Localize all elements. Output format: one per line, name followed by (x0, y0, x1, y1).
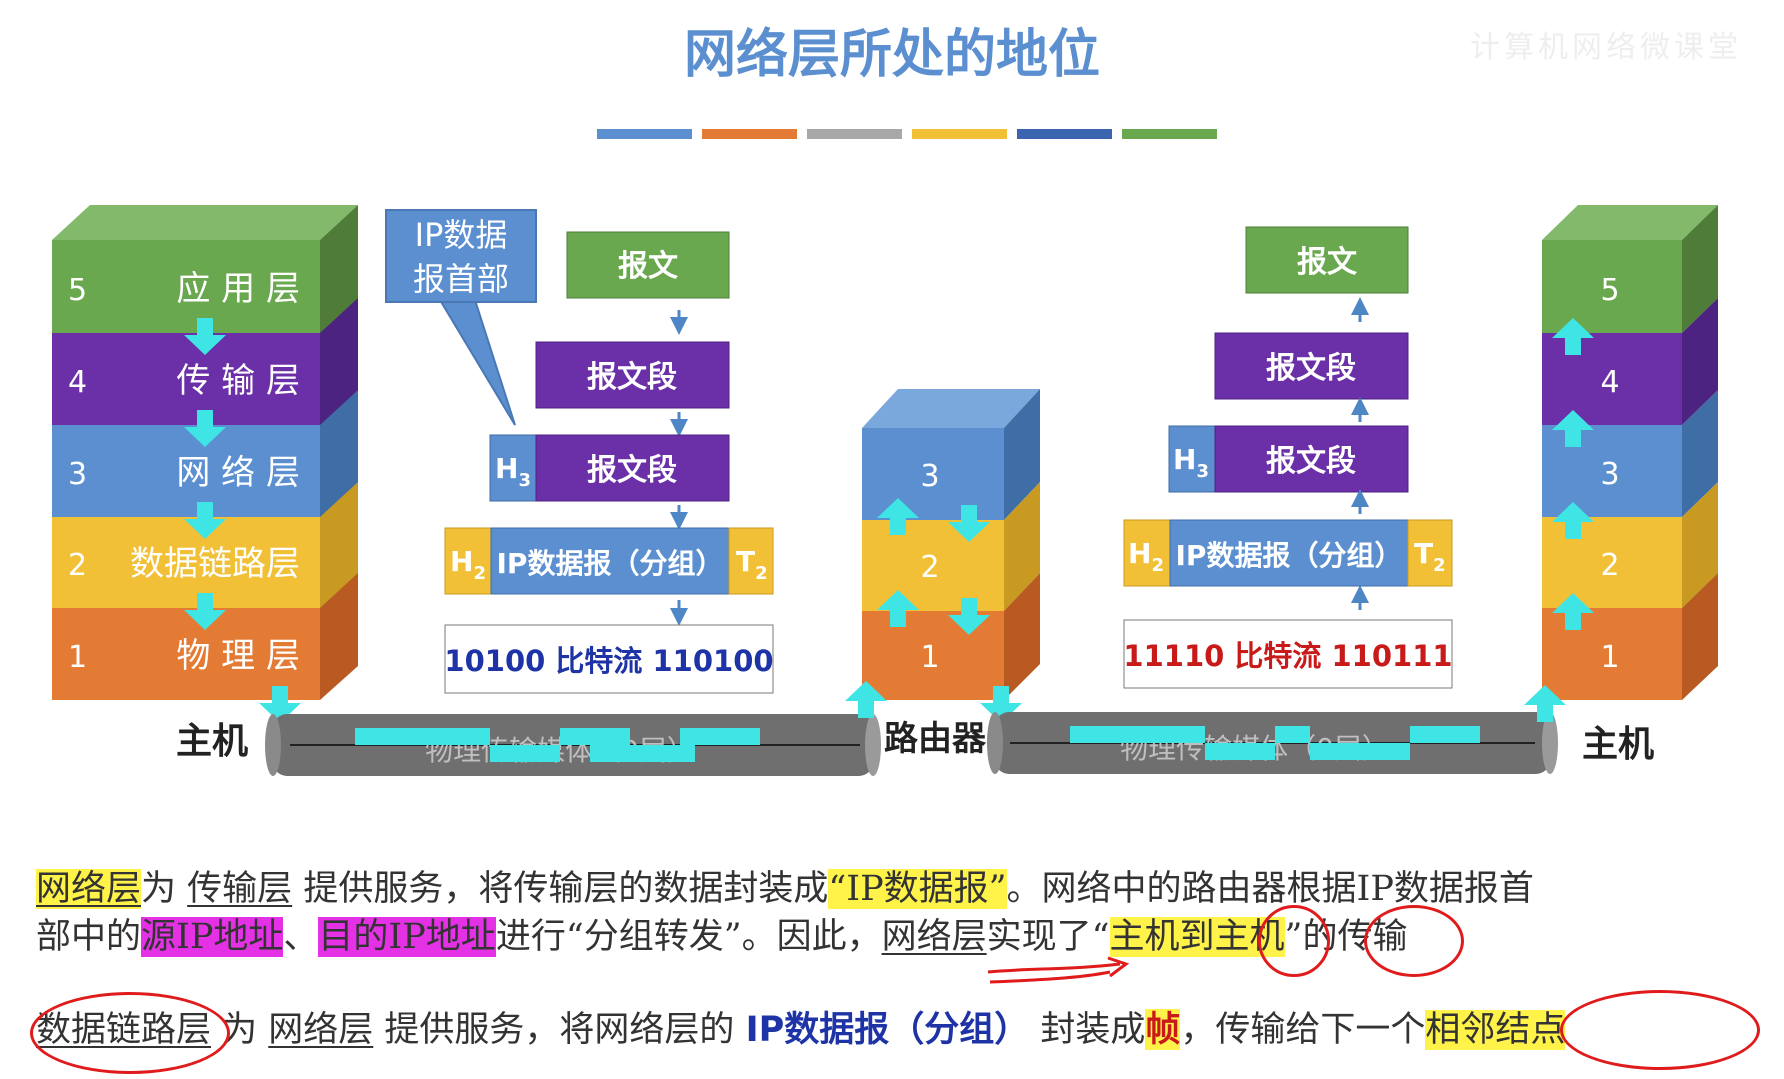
color-bar-segment (597, 129, 692, 139)
left-segment: 报文段 (587, 360, 677, 395)
color-bar (597, 129, 1217, 139)
router-layer-1: 1 (920, 640, 939, 675)
p1-network-layer-2: 网络层 (881, 917, 987, 957)
left-layer-2-num: 2 (68, 548, 87, 583)
left-layer-4-name: 传 输 层 (176, 361, 300, 401)
p1-text-d: 进行“分组转发”。因此， (495, 917, 882, 957)
callout-ip-header: IP数据 报首部 (385, 209, 537, 426)
right-host-label: 主机 (1582, 724, 1654, 765)
right-datagram: IP数据报（分组） (1176, 539, 1403, 572)
color-bar-segment (912, 129, 1007, 139)
left-host-stack: 5 应 用 层 4 传 输 层 3 网 络 层 2 数据链路层 1 物 理 层 (52, 205, 358, 723)
annotation-circle-host-1 (1258, 905, 1330, 977)
p1-host-to-host: 主机到主机 (1109, 917, 1285, 957)
router-label: 路由器 (884, 719, 987, 759)
p1-wei: 为 (141, 869, 177, 909)
right-h2-label: H2 (1128, 537, 1164, 576)
p2-text-c: ，传输给下一个 (1180, 1010, 1426, 1050)
right-segment: 报文段 (1266, 351, 1356, 386)
left-layer-5-name: 应 用 层 (176, 269, 300, 309)
left-datagram: IP数据报（分组） (497, 547, 724, 580)
annotation-circle-datalink (30, 992, 230, 1074)
router-layer-3: 3 (920, 459, 939, 494)
left-layer-1-name: 物 理 层 (176, 636, 300, 676)
right-cable: 物理传输媒体（0层） (987, 712, 1558, 774)
right-layer-2: 2 (1600, 548, 1619, 583)
right-up-arrows (1524, 318, 1594, 722)
p1-network-layer: 网络层 (36, 869, 142, 909)
left-bitstream: 10100 比特流 110100 (444, 644, 773, 678)
p1-dest-ip: 目的IP地址 (318, 917, 496, 957)
annotation-circle-adjacent (1560, 990, 1760, 1070)
left-layer-1-num: 1 (68, 640, 87, 675)
p2-ip-datagram: IP数据报（分组） (745, 1010, 1030, 1050)
p2-frame: 帧 (1145, 1009, 1181, 1050)
right-layer-1: 1 (1600, 640, 1619, 675)
right-layer-3: 3 (1600, 457, 1619, 492)
color-bar-segment (807, 129, 902, 139)
paragraph-1-line-1: 网络层为 传输层 提供服务，将传输层的数据封装成“IP数据报”。网络中的路由器根… (36, 865, 1534, 913)
color-bar-segment (1017, 129, 1112, 139)
p1-text-a: 提供服务，将传输层的数据封装成 (303, 869, 829, 909)
left-message: 报文 (618, 249, 678, 284)
left-cable: 物理传输媒体（0层） (265, 714, 881, 776)
p1-transport-layer: 传输层 (187, 869, 293, 909)
right-h3-label: H3 (1173, 443, 1209, 482)
page-title: 网络层所处的地位 (684, 25, 1100, 85)
right-message: 报文 (1297, 245, 1357, 280)
p2-adjacent-node: 相邻结点 (1425, 1010, 1566, 1050)
left-layer-2-name: 数据链路层 (130, 544, 300, 584)
watermark: 计算机网络微课堂 (1470, 30, 1742, 65)
p2-text-b: 封装成 (1029, 1010, 1146, 1050)
paragraph-2: 数据链路层 为 网络层 提供服务，将网络层的 IP数据报（分组） 封装成帧，传输… (36, 1006, 1566, 1054)
annotation-circle-host-2 (1364, 905, 1464, 977)
right-bitstream: 11110 比特流 110111 (1123, 639, 1452, 673)
p2-network-layer: 网络层 (268, 1010, 374, 1050)
color-bar-segment (1122, 129, 1217, 139)
p1-text-e: 实现了“ (986, 917, 1110, 957)
router-arrows (845, 498, 1022, 723)
router-layer-2: 2 (920, 550, 939, 585)
right-layer-4: 4 (1600, 365, 1619, 400)
p1-source-ip: 源IP地址 (141, 917, 284, 957)
left-h3-segment: 报文段 (587, 453, 677, 488)
left-encapsulation: 报文 报文段 H3 报文段 H2 IP数据报（分组） T2 10100 比特流 … (444, 231, 774, 694)
left-host-label: 主机 (176, 721, 248, 762)
callout-line-2: 报首部 (413, 260, 509, 298)
left-layer-3-name: 网 络 层 (176, 453, 300, 493)
p1-text-c: 部中的 (36, 917, 142, 957)
left-layer-4-num: 4 (68, 365, 87, 400)
callout-line-1: IP数据 (415, 216, 508, 254)
p1-text-b: 。网络中的路由器根据IP数据报首 (1006, 869, 1534, 909)
paragraph-1-line-2: 部中的源IP地址、目的IP地址进行“分组转发”。因此，网络层实现了“主机到主机”… (36, 913, 1407, 961)
annotation-underline-arrow (987, 956, 1130, 984)
left-layer-3-num: 3 (68, 457, 87, 492)
right-layer-5: 5 (1600, 273, 1619, 308)
left-h3-label: H3 (495, 452, 531, 491)
left-down-arrows (184, 318, 301, 723)
right-h3-segment: 报文段 (1266, 444, 1356, 479)
right-host-stack: 5 4 3 2 1 (1524, 205, 1718, 722)
left-h2-label: H2 (450, 545, 486, 584)
color-bar-segment (702, 129, 797, 139)
p1-ip-datagram: “IP数据报” (828, 869, 1007, 909)
p2-text-a: 提供服务，将网络层的 (373, 1010, 746, 1050)
p1-sep: 、 (283, 917, 319, 957)
left-layer-5-num: 5 (68, 273, 87, 308)
right-t2-label: T2 (1414, 537, 1446, 576)
right-encapsulation: 报文 报文段 H3 报文段 H2 IP数据报（分组） T2 11110 比特流 … (1123, 226, 1453, 689)
router-stack: 3 2 1 (845, 389, 1040, 723)
left-t2-label: T2 (736, 545, 768, 584)
